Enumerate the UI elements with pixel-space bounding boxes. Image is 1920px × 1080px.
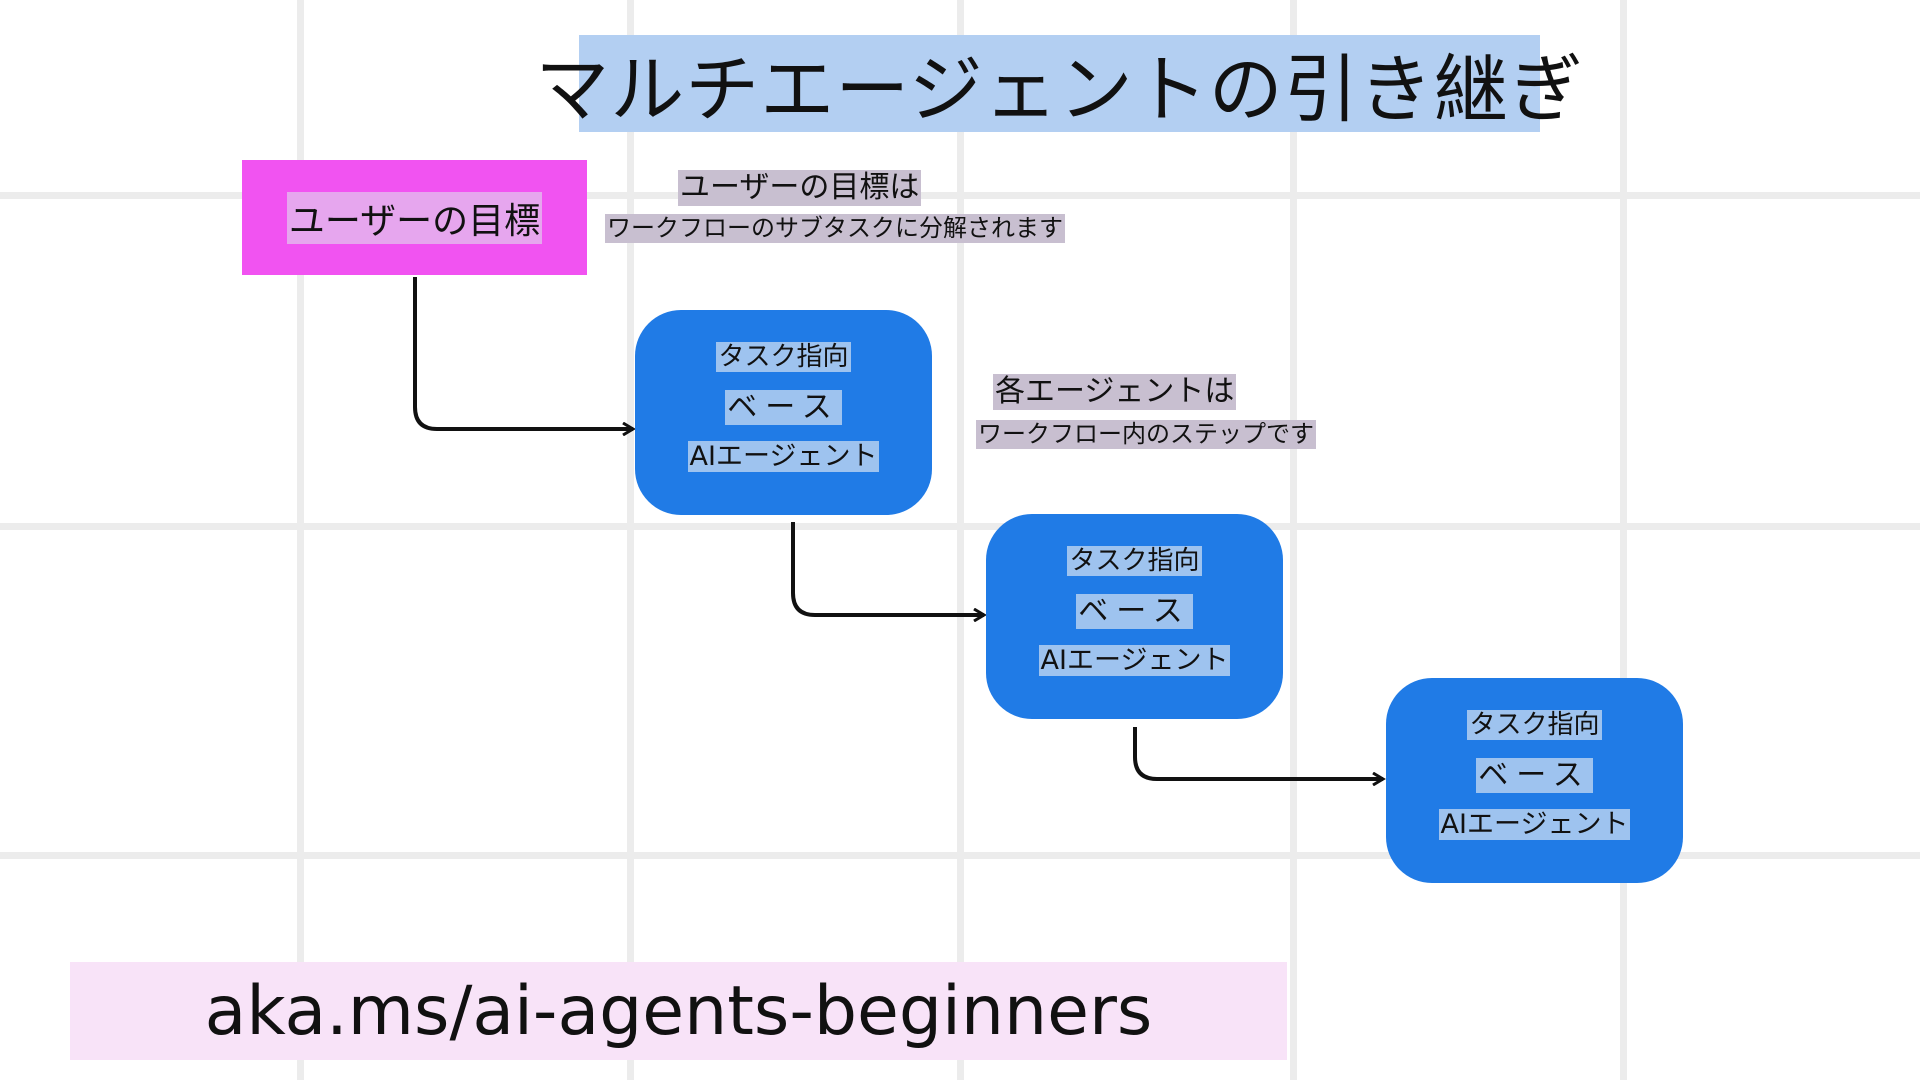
user-goal-box: ユーザーの目標 (242, 160, 587, 275)
grid-line (0, 192, 1920, 199)
agent-3-line-3: AIエージェント (1438, 809, 1631, 840)
agent-node-3: タスク指向 ベース AIエージェント (1386, 678, 1683, 883)
agent-1-line-2: ベース (725, 390, 842, 425)
caption-goal-decomposed-detail: ワークフローのサブタスクに分解されます (605, 214, 1065, 243)
grid-line (0, 523, 1920, 530)
arrow-agent-2-to-agent-3 (1133, 727, 1383, 779)
user-goal-label: ユーザーの目標 (286, 191, 543, 244)
footer-url-text: aka.ms/ai-agents-beginners (204, 971, 1153, 1051)
agent-2-line-1: タスク指向 (1067, 546, 1202, 576)
grid-line (297, 0, 304, 1080)
agent-node-2: タスク指向 ベース AIエージェント (986, 514, 1283, 719)
agent-3-line-2: ベース (1476, 758, 1593, 793)
diagram-title: マルチエージェントの引き継ぎ (535, 35, 1583, 133)
agent-3-line-1: タスク指向 (1467, 710, 1602, 740)
arrow-agent-1-to-agent-2 (791, 522, 984, 615)
diagram-title-text: マルチエージェントの引き継ぎ (535, 47, 1584, 133)
arrow-goal-to-agent-1 (413, 277, 633, 429)
agent-2-line-3: AIエージェント (1038, 645, 1231, 676)
grid-line (0, 852, 1920, 859)
grid-line (957, 0, 964, 1080)
grid-line (1290, 0, 1297, 1080)
agent-2-line-2: ベース (1076, 594, 1193, 629)
footer-url: aka.ms/ai-agents-beginners (70, 962, 1287, 1060)
grid-line (627, 0, 634, 1080)
caption-agent-step-detail: ワークフロー内のステップです (976, 420, 1316, 449)
agent-node-1: タスク指向 ベース AIエージェント (635, 310, 932, 515)
caption-agent-step-heading: 各エージェントは (993, 374, 1237, 410)
caption-goal-decomposed-heading: ユーザーの目標は (678, 170, 922, 206)
agent-1-line-3: AIエージェント (687, 441, 880, 472)
grid-line (1620, 0, 1627, 1080)
agent-1-line-1: タスク指向 (716, 342, 851, 372)
